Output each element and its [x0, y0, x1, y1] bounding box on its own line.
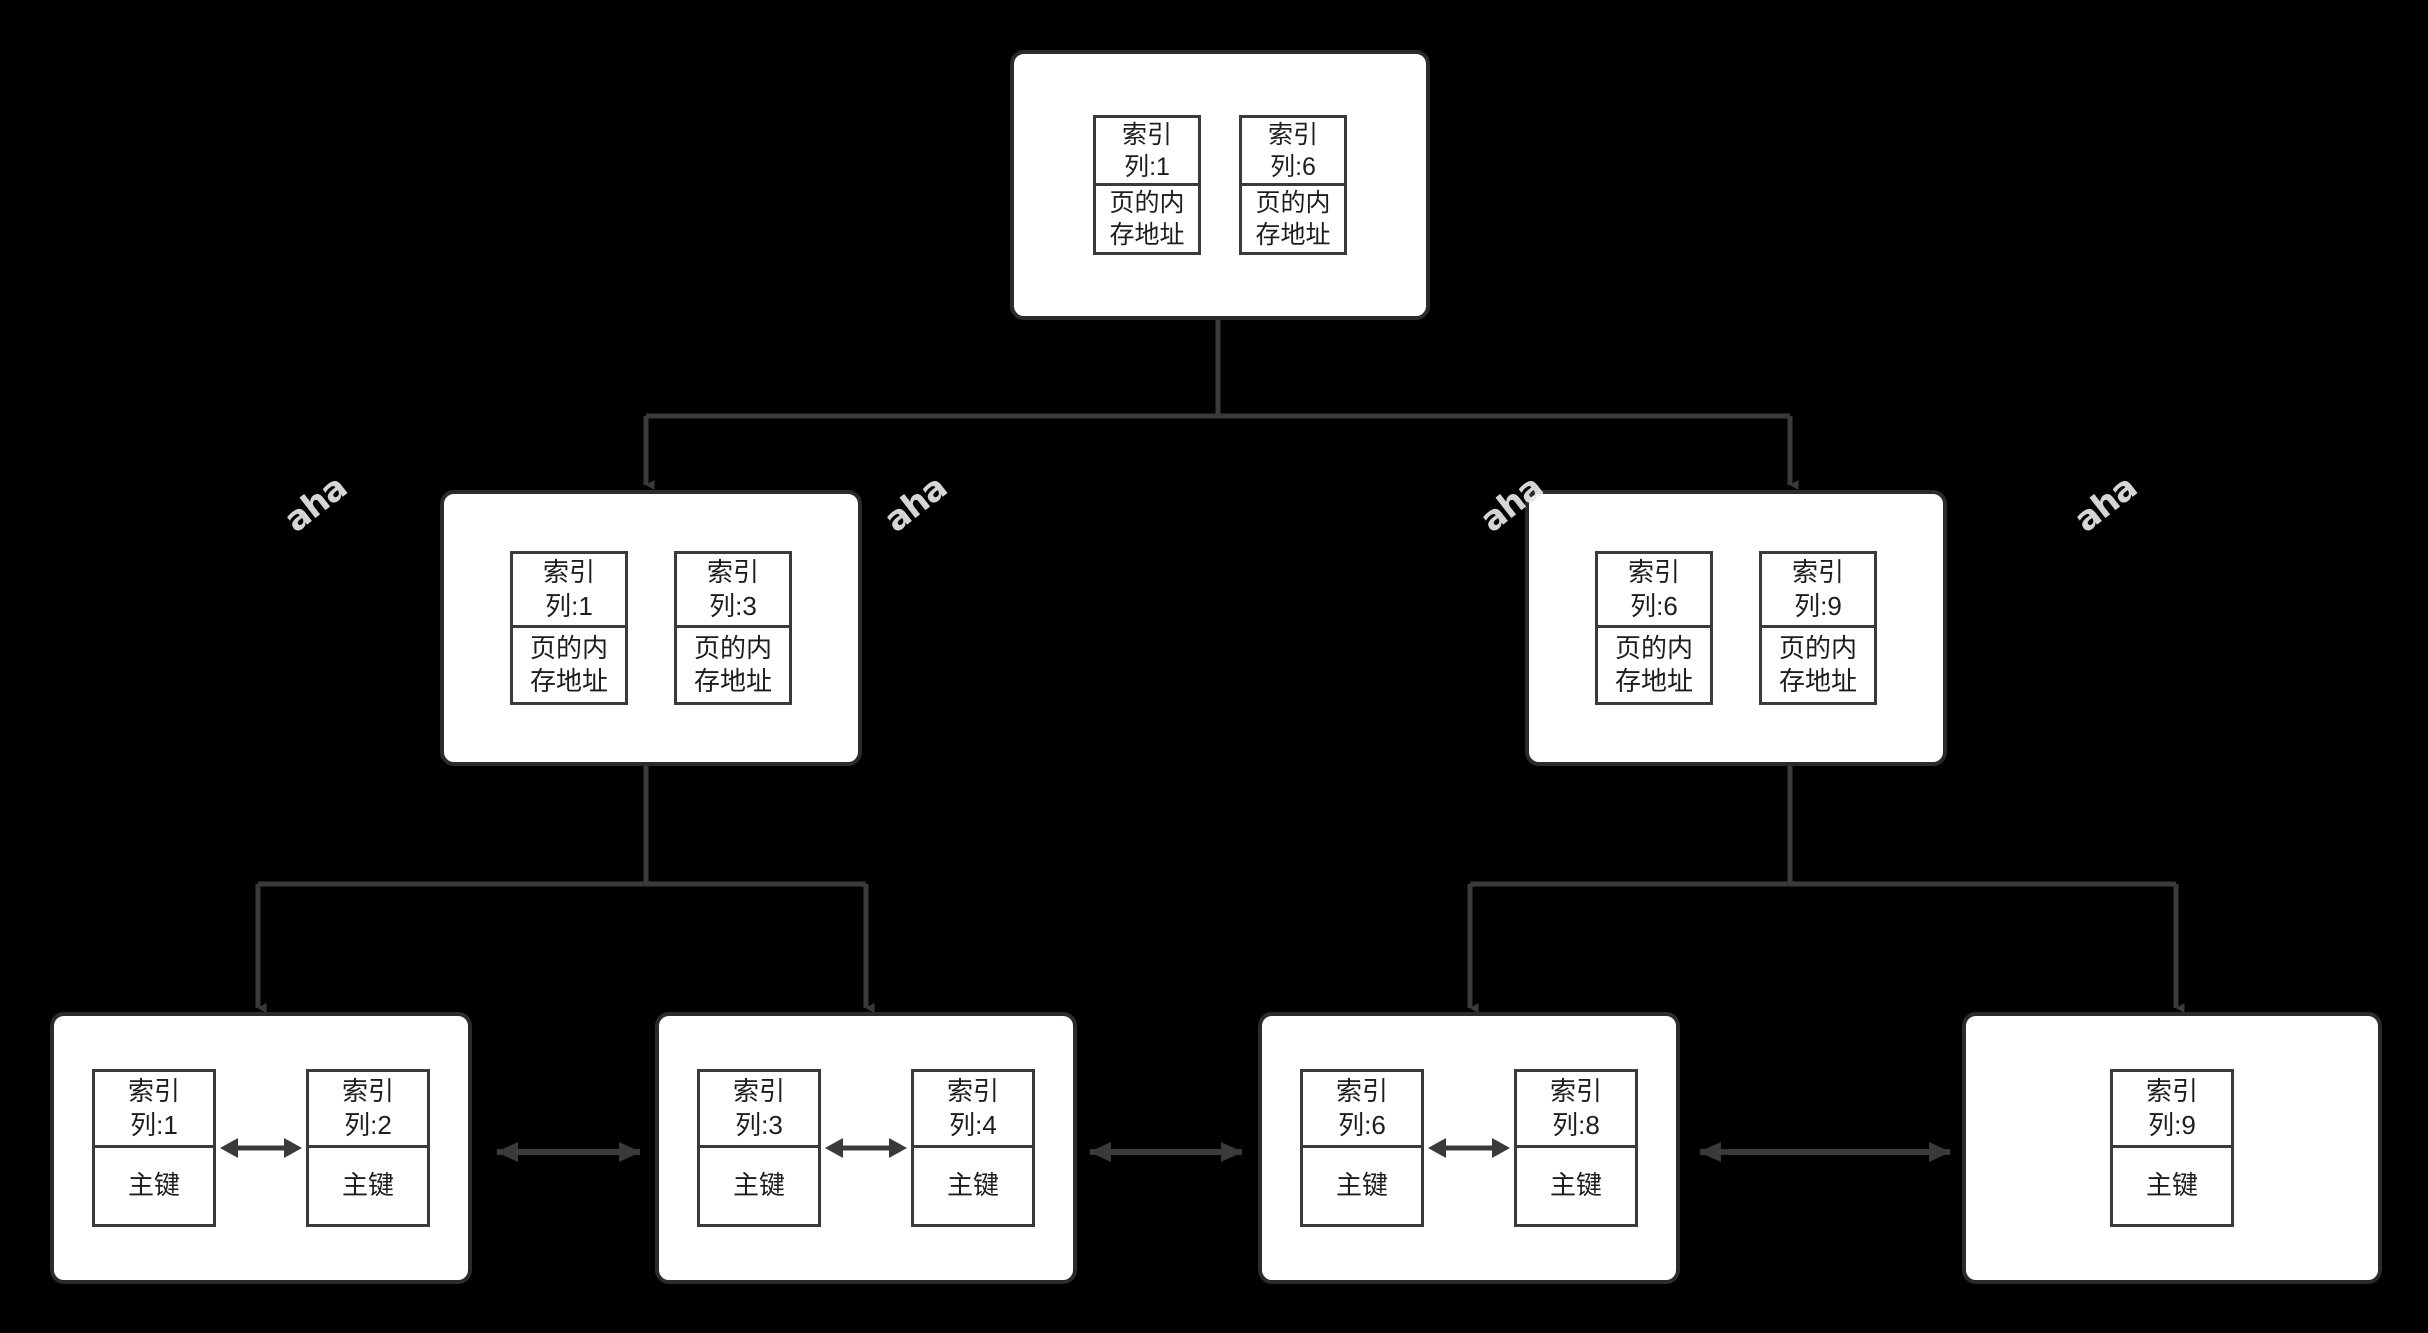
mid-page-right-node[interactable]: 索引 列:6 页的内 存地址 索引 列:9 页的内 存地址 — [1525, 490, 1947, 766]
leaf-4-cell-0-value: 主键 — [2145, 1170, 2198, 1201]
mid-right-cell-0-value: 页的内 存地址 — [1614, 632, 1693, 696]
watermark-aha-2: aha — [876, 467, 955, 541]
leaf-3-cell-1-index: 索引 列:8 — [1517, 1072, 1635, 1148]
mid-left-cell-0[interactable]: 索引 列:1 页的内 存地址 — [510, 551, 628, 705]
mid-left-cell-1-value: 页的内 存地址 — [693, 632, 772, 696]
leaf-2-cell-1-index: 索引 列:4 — [914, 1072, 1032, 1148]
leaf-2-cell-0[interactable]: 索引 列:3 主键 — [697, 1069, 821, 1227]
leaf-1-cells: 索引 列:1 主键 索引 列:2 主键 — [92, 1069, 430, 1227]
leaf-1-cell-0[interactable]: 索引 列:1 主键 — [92, 1069, 216, 1227]
watermark-aha-4: aha — [2066, 467, 2145, 541]
leaf-4-cells: 索引 列:9 主键 — [2110, 1069, 2234, 1227]
leaf-4-cell-0[interactable]: 索引 列:9 主键 — [2110, 1069, 2234, 1227]
leaf-2-cell-0-value: 主键 — [732, 1170, 785, 1201]
leaf-3-cell-1-value: 主键 — [1549, 1170, 1602, 1201]
watermark-aha-1: aha — [276, 467, 355, 541]
mid-page-left-node[interactable]: 索引 列:1 页的内 存地址 索引 列:3 页的内 存地址 — [440, 490, 862, 766]
leaf-1-inner-link-arrow — [220, 1138, 302, 1158]
leaf-3-inner-link-arrow — [1428, 1138, 1510, 1158]
root-cell-1-value: 页的内 存地址 — [1255, 189, 1331, 249]
leaf-page-2-node[interactable]: 索引 列:3 主键 索引 列:4 主键 — [655, 1012, 1077, 1284]
leaf-1-cell-0-index: 索引 列:1 — [95, 1072, 213, 1148]
leaf-page-4-node[interactable]: 索引 列:9 主键 — [1962, 1012, 2382, 1284]
root-page-node[interactable]: 索引 列:1 页的内 存地址 索引 列:6 页的内 存地址 — [1010, 50, 1430, 320]
leaf-1-cell-gap — [216, 1110, 306, 1186]
leaf-page-3-node[interactable]: 索引 列:6 主键 索引 列:8 主键 — [1258, 1012, 1680, 1284]
leaf-page-1-node[interactable]: 索引 列:1 主键 索引 列:2 主键 — [50, 1012, 472, 1284]
leaf-3-cell-gap — [1424, 1110, 1514, 1186]
root-cells: 索引 列:1 页的内 存地址 索引 列:6 页的内 存地址 — [1093, 115, 1347, 255]
mid-left-cell-0-index: 索引 列:1 — [513, 554, 625, 628]
mid-left-cells: 索引 列:1 页的内 存地址 索引 列:3 页的内 存地址 — [510, 551, 792, 705]
mid-right-cells: 索引 列:6 页的内 存地址 索引 列:9 页的内 存地址 — [1595, 551, 1877, 705]
leaf-1-cell-1-value: 主键 — [341, 1170, 394, 1201]
leaf-3-cell-0-value: 主键 — [1335, 1170, 1388, 1201]
leaf-2-cell-1[interactable]: 索引 列:4 主键 — [911, 1069, 1035, 1227]
mid-left-cell-1[interactable]: 索引 列:3 页的内 存地址 — [674, 551, 792, 705]
leaf-2-cell-gap — [821, 1110, 911, 1186]
root-cell-1[interactable]: 索引 列:6 页的内 存地址 — [1239, 115, 1347, 255]
root-cell-0-value: 页的内 存地址 — [1109, 189, 1185, 249]
mid-right-cell-0[interactable]: 索引 列:6 页的内 存地址 — [1595, 551, 1713, 705]
mid-left-cell-1-index: 索引 列:3 — [677, 554, 789, 628]
leaf-4-cell-0-index: 索引 列:9 — [2113, 1072, 2231, 1148]
root-cell-0-index: 索引 列:1 — [1096, 118, 1198, 186]
leaf-2-cells: 索引 列:3 主键 索引 列:4 主键 — [697, 1069, 1035, 1227]
leaf-1-cell-1[interactable]: 索引 列:2 主键 — [306, 1069, 430, 1227]
leaf-1-cell-1-index: 索引 列:2 — [309, 1072, 427, 1148]
mid-left-cell-0-value: 页的内 存地址 — [529, 632, 608, 696]
leaf-2-cell-1-value: 主键 — [946, 1170, 999, 1201]
root-cell-1-index: 索引 列:6 — [1242, 118, 1344, 186]
root-cell-0[interactable]: 索引 列:1 页的内 存地址 — [1093, 115, 1201, 255]
mid-right-cell-1[interactable]: 索引 列:9 页的内 存地址 — [1759, 551, 1877, 705]
mid-right-cell-1-value: 页的内 存地址 — [1778, 632, 1857, 696]
leaf-1-cell-0-value: 主键 — [127, 1170, 180, 1201]
leaf-2-cell-0-index: 索引 列:3 — [700, 1072, 818, 1148]
leaf-3-cell-0-index: 索引 列:6 — [1303, 1072, 1421, 1148]
leaf-3-cells: 索引 列:6 主键 索引 列:8 主键 — [1300, 1069, 1638, 1227]
leaf-3-cell-0[interactable]: 索引 列:6 主键 — [1300, 1069, 1424, 1227]
mid-right-cell-0-index: 索引 列:6 — [1598, 554, 1710, 628]
leaf-2-inner-link-arrow — [825, 1138, 907, 1158]
leaf-3-cell-1[interactable]: 索引 列:8 主键 — [1514, 1069, 1638, 1227]
mid-right-cell-1-index: 索引 列:9 — [1762, 554, 1874, 628]
